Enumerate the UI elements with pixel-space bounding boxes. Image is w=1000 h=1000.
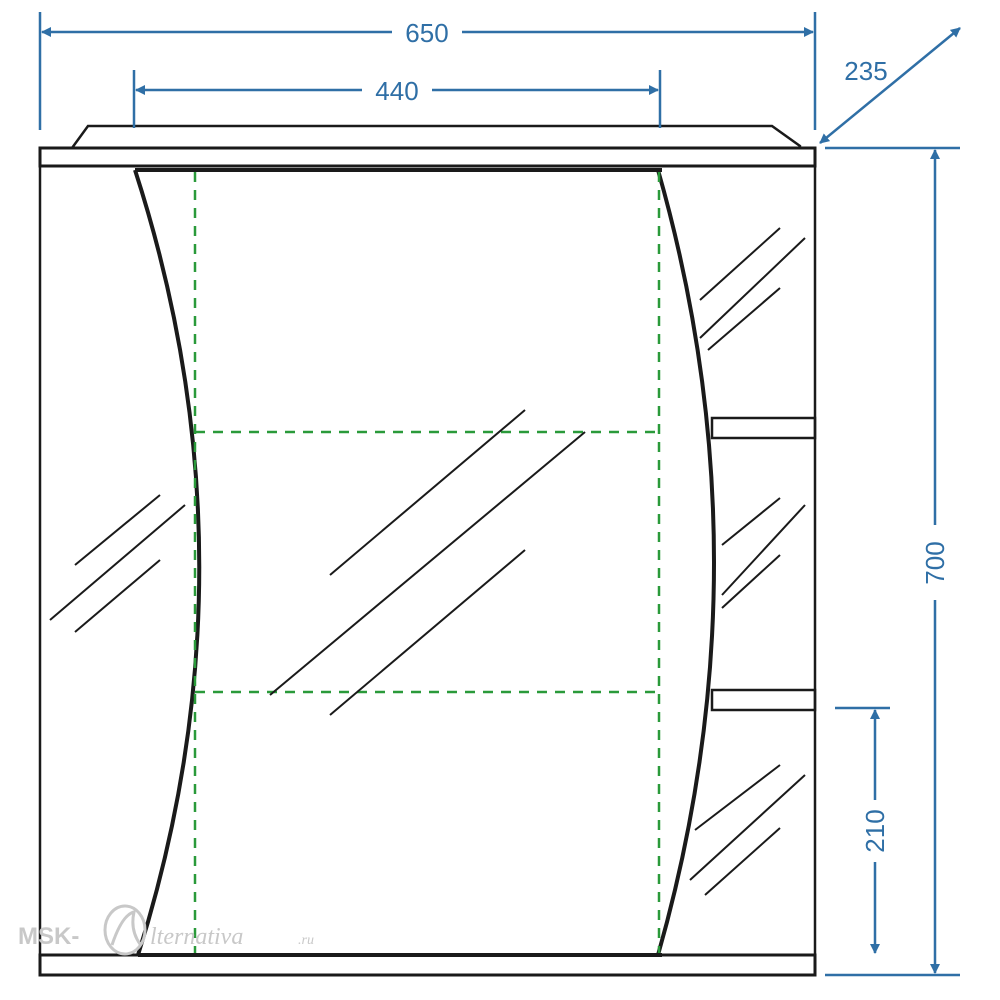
watermark-domain: .ru	[298, 933, 314, 948]
dim-235-line	[819, 27, 961, 144]
dim-235-label: 235	[844, 56, 887, 86]
mirror-hatches	[49, 227, 806, 896]
bottom-plate	[38, 953, 817, 977]
right-shelf-lower	[710, 688, 817, 712]
door-right-curve	[656, 169, 716, 956]
dim-440-label: 440	[375, 76, 418, 106]
top-cap	[69, 124, 802, 150]
watermark-logo-icon	[103, 904, 147, 956]
door-left-curve	[133, 169, 202, 956]
watermark: MSK- lternativa .ru	[18, 904, 314, 956]
hidden-lines	[193, 172, 661, 953]
watermark-brand-left: MSK-	[18, 923, 79, 950]
dim-700-label: 700	[920, 541, 950, 584]
dimension-lines	[38, 12, 961, 977]
watermark-brand-right: lternativa	[150, 924, 243, 950]
dim-650-label: 650	[405, 18, 448, 48]
dim-210-label: 210	[860, 809, 890, 852]
right-shelf-upper	[710, 416, 817, 440]
top-plate	[38, 146, 817, 168]
cabinet-body	[38, 124, 817, 977]
